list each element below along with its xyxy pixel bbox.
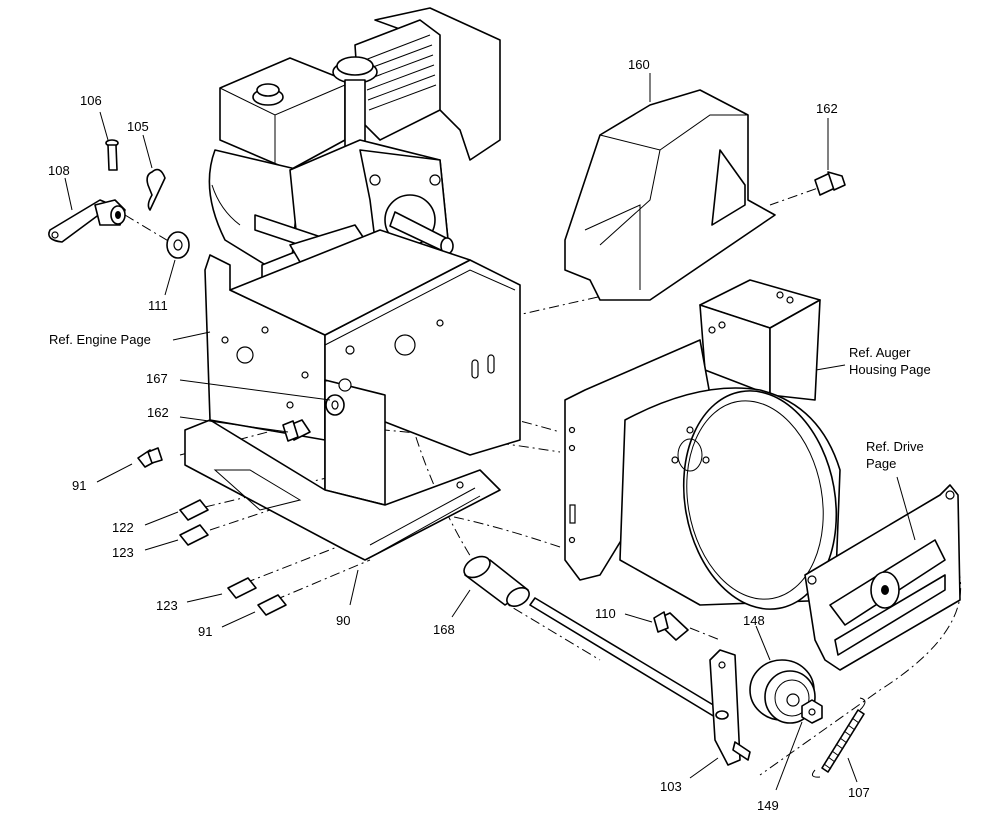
part-111-washer <box>166 231 190 259</box>
label-ref-drive-line1: Ref. Drive <box>866 439 924 454</box>
drive-bracket <box>804 484 961 671</box>
label-103: 103 <box>660 779 682 794</box>
label-162-top: 162 <box>816 101 838 116</box>
label-ref-auger-line1: Ref. Auger <box>849 345 911 360</box>
part-105-hairpin <box>146 168 166 211</box>
auger-housing-section <box>564 279 841 610</box>
frame-assembly <box>184 229 521 561</box>
label-148: 148 <box>743 613 765 628</box>
bolt-122 <box>179 499 209 521</box>
part-108-bracket <box>48 199 126 243</box>
label-106: 106 <box>80 93 102 108</box>
part-160-cover <box>564 89 776 301</box>
part-106-pin <box>105 139 119 171</box>
bolt-123-upper <box>179 524 209 546</box>
label-149: 149 <box>757 798 779 813</box>
label-108: 108 <box>48 163 70 178</box>
label-105: 105 <box>127 119 149 134</box>
part-148-pulley <box>749 659 816 724</box>
label-160: 160 <box>628 57 650 72</box>
engine-assembly <box>208 7 501 316</box>
label-ref-drive-line2: Page <box>866 456 896 471</box>
part-168-roller <box>463 555 530 607</box>
drive-shaft <box>529 597 726 721</box>
bolt-91-upper <box>137 447 163 468</box>
label-168: 168 <box>433 622 455 637</box>
label-162-mid: 162 <box>147 405 169 420</box>
leader-lines <box>64 73 916 791</box>
part-149-nut <box>801 699 823 724</box>
part-107-spring <box>811 697 866 778</box>
bolt-162-mid <box>282 419 311 442</box>
label-ref-auger-line2: Housing Page <box>849 362 931 377</box>
bolt-91-lower <box>257 594 287 616</box>
part-labels: 106 105 108 111 160 162 Ref. Engine Page… <box>48 57 931 813</box>
label-90: 90 <box>336 613 350 628</box>
label-122: 122 <box>112 520 134 535</box>
label-ref-engine-page: Ref. Engine Page <box>49 332 151 347</box>
label-107: 107 <box>848 785 870 800</box>
label-91-lower: 91 <box>198 624 212 639</box>
label-91-upper: 91 <box>72 478 86 493</box>
part-103-arm <box>709 649 751 766</box>
label-110: 110 <box>595 606 616 621</box>
part-162-bolt-top <box>814 171 846 196</box>
label-167: 167 <box>146 371 168 386</box>
bolt-123-lower <box>227 577 257 599</box>
washer-167 <box>325 394 345 416</box>
part-110-bolt <box>653 611 689 641</box>
label-123-upper: 123 <box>112 545 134 560</box>
label-111: 111 <box>148 298 168 313</box>
label-123-lower: 123 <box>156 598 178 613</box>
